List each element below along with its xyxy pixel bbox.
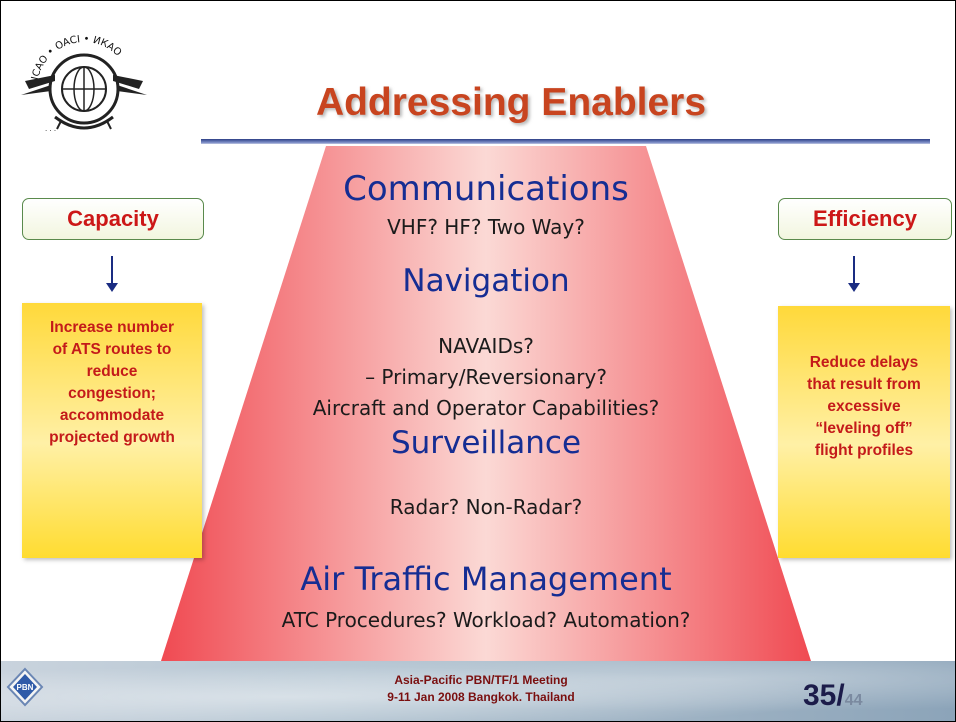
navigation-line: Aircraft and Operator Capabilities? — [312, 396, 660, 420]
down-arrow-icon — [848, 256, 860, 292]
efficiency-box: Reduce delays that result from excessive… — [778, 306, 950, 558]
pbn-logo-icon: PBN — [6, 667, 44, 707]
enablers-pyramid — [161, 146, 811, 661]
surveillance-detail: Radar? Non-Radar? — [389, 495, 583, 519]
navigation-line: – Primary/Reversionary? — [365, 365, 607, 389]
icao-logo-icon: ICAO • OACI • ИКАО · · · — [21, 34, 147, 135]
footer-date-location: 9-11 Jan 2008 Bangkok. Thailand — [387, 690, 575, 704]
atm-heading: Air Traffic Management — [300, 560, 672, 598]
efficiency-line: excessive — [827, 398, 901, 415]
capacity-label: Capacity — [22, 198, 204, 240]
capacity-box: Increase number of ATS routes to reduce … — [22, 303, 202, 558]
footer-meeting: Asia-Pacific PBN/TF/1 Meeting — [394, 673, 568, 687]
capacity-line: projected growth — [49, 429, 175, 446]
efficiency-label: Efficiency — [778, 198, 952, 240]
footer-sky — [1, 661, 955, 721]
capacity-line: reduce — [86, 363, 138, 380]
down-arrow-icon — [106, 256, 118, 292]
efficiency-line: “leveling off” — [815, 420, 913, 437]
page-title: Addressing Enablers — [315, 81, 707, 124]
communications-detail: VHF? HF? Two Way? — [387, 215, 585, 239]
capacity-line: accommodate — [59, 407, 165, 424]
surveillance-heading: Surveillance — [390, 425, 582, 461]
communications-heading: Communications — [343, 169, 629, 209]
navigation-line: NAVAIDs? — [438, 334, 534, 358]
page-total: 44 — [844, 692, 863, 709]
efficiency-line: flight profiles — [814, 442, 914, 459]
pbn-logo-text: PBN — [17, 683, 34, 692]
capacity-line: Increase number — [49, 319, 175, 336]
page-current: 35/ — [803, 679, 845, 712]
page-number: 35/44 — [803, 679, 863, 713]
capacity-line: congestion; — [68, 385, 156, 402]
capacity-line: of ATS routes to — [52, 341, 172, 358]
efficiency-line: that result from — [807, 376, 921, 393]
svg-text:· · ·: · · · — [45, 127, 56, 135]
navigation-heading: Navigation — [402, 263, 570, 299]
footer-band: PBN Asia-Pacific PBN/TF/1 Meeting 9-11 J… — [1, 661, 955, 721]
efficiency-line: Reduce delays — [809, 354, 919, 371]
atm-detail: ATC Procedures? Workload? Automation? — [281, 608, 691, 632]
title-divider — [201, 139, 930, 144]
